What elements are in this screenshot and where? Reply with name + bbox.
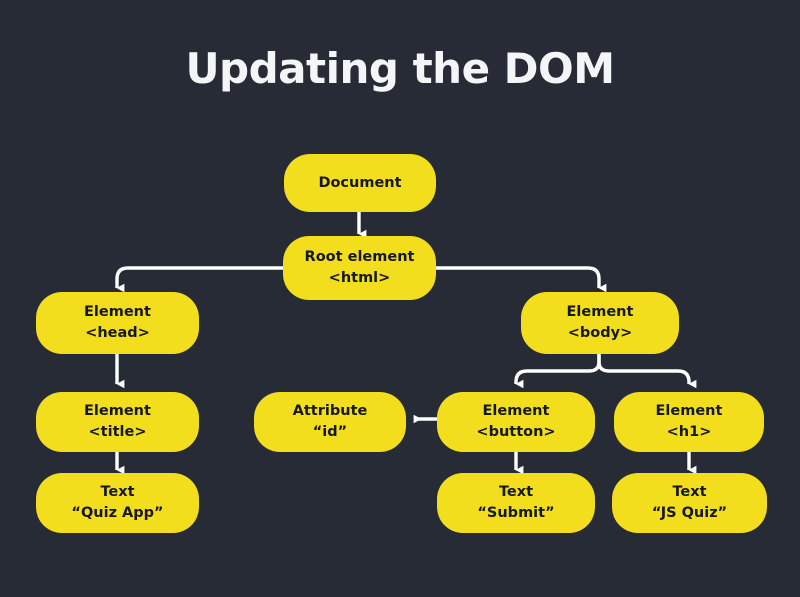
edge-root-to-body — [436, 266, 607, 293]
node-element-body-line1: Element — [566, 304, 634, 321]
edge-body-to-button — [514, 352, 601, 389]
node-text-quiz-app-line1: Text — [100, 484, 135, 501]
node-text-submit-line1: Text — [498, 484, 534, 501]
node-element-body-line2: <body> — [567, 325, 633, 341]
node-text-submit[interactable]: Text “Submit” — [437, 473, 595, 533]
node-text-submit-line2: “Submit” — [477, 505, 555, 521]
node-element-h1-line1: Element — [655, 403, 723, 420]
node-document-line1: Document — [318, 174, 402, 191]
node-element-title-line2: <title> — [88, 424, 147, 440]
node-element-button-line1: Element — [482, 403, 550, 420]
node-text-js-quiz-line1: Text — [672, 484, 707, 501]
page-title: Updating the DOM — [185, 44, 615, 93]
node-element-title-line1: Element — [84, 403, 151, 420]
node-element-head-line1: Element — [84, 304, 151, 321]
node-element-head[interactable]: Element <head> — [36, 292, 199, 354]
edge-root-to-head — [115, 266, 283, 293]
node-root-element-line2: <html> — [328, 270, 391, 286]
node-element-button[interactable]: Element <button> — [437, 392, 595, 452]
node-text-js-quiz-line2: “JS Quiz” — [651, 505, 728, 521]
node-text-js-quiz[interactable]: Text “JS Quiz” — [612, 473, 767, 533]
node-text-quiz-app-line2: “Quiz App” — [71, 505, 164, 521]
node-element-head-line2: <head> — [85, 325, 150, 341]
node-element-h1-line2: <h1> — [666, 424, 712, 440]
node-root-element-line1: Root element — [304, 249, 415, 266]
edge-body-to-h1 — [597, 352, 697, 389]
node-element-button-line2: <button> — [476, 424, 556, 440]
node-text-quiz-app[interactable]: Text “Quiz App” — [36, 473, 199, 533]
node-root-element[interactable]: Root element <html> — [283, 236, 436, 300]
node-attribute-id-line2: “id” — [312, 424, 348, 440]
node-element-h1[interactable]: Element <h1> — [614, 392, 764, 452]
node-attribute-id[interactable]: Attribute “id” — [254, 392, 406, 452]
node-element-title[interactable]: Element <title> — [36, 392, 199, 452]
node-document[interactable]: Document — [284, 154, 436, 212]
node-attribute-id-line1: Attribute — [292, 403, 368, 420]
node-element-body[interactable]: Element <body> — [521, 292, 679, 354]
